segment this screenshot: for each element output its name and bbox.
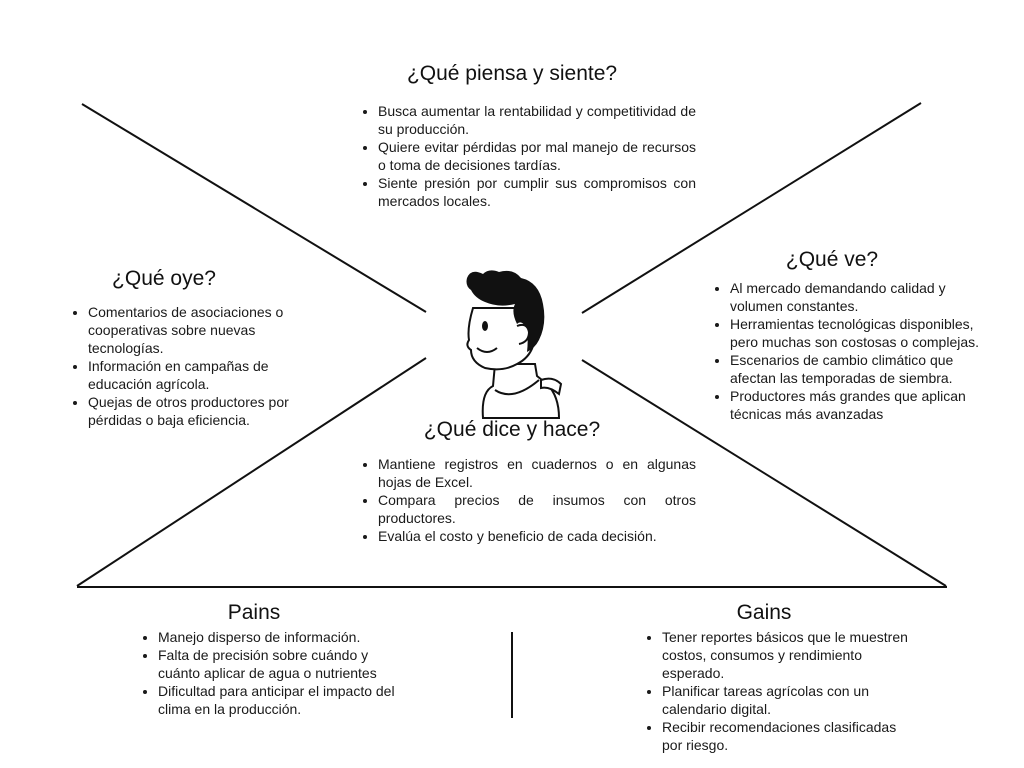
user-avatar-icon <box>455 268 567 420</box>
list-item: Manejo disperso de información. <box>158 628 406 646</box>
thinks-feels-title: ¿Qué piensa y siente? <box>406 62 618 85</box>
gains-list: Tener reportes básicos que le muestren c… <box>642 628 912 754</box>
list-item: Compara precios de insumos con otros pro… <box>378 491 696 527</box>
list-item: Comentarios de asociaciones o cooperativ… <box>88 303 293 357</box>
sees-title: ¿Qué ve? <box>785 248 879 271</box>
list-item: Busca aumentar la rentabilidad y competi… <box>378 102 696 138</box>
list-item: Herramientas tecnológicas disponibles, p… <box>730 315 998 351</box>
hears-title: ¿Qué oye? <box>112 267 216 290</box>
hears-list: Comentarios de asociaciones o cooperativ… <box>68 303 293 429</box>
list-item: Tener reportes básicos que le muestren c… <box>662 628 912 682</box>
list-item: Mantiene registros en cuadernos o en alg… <box>378 455 696 491</box>
list-item: Siente presión por cumplir sus compromis… <box>378 174 696 210</box>
list-item: Al mercado demandando calidad y volumen … <box>730 279 998 315</box>
thinks-feels-list: Busca aumentar la rentabilidad y competi… <box>358 102 696 210</box>
list-item: Quejas de otros productores por pérdidas… <box>88 393 293 429</box>
list-item: Planificar tareas agrícolas con un calen… <box>662 682 912 718</box>
list-item: Recibir recomendaciones clasificadas por… <box>662 718 912 754</box>
diagonal-top-left <box>81 103 427 313</box>
pains-title: Pains <box>227 601 281 624</box>
list-item: Evalúa el costo y beneficio de cada deci… <box>378 527 696 545</box>
diagonal-top-right <box>581 102 922 314</box>
says-does-list: Mantiene registros en cuadernos o en alg… <box>358 455 696 545</box>
list-item: Falta de precisión sobre cuándo y cuánto… <box>158 646 406 682</box>
sees-list: Al mercado demandando calidad y volumen … <box>710 279 998 423</box>
pains-list: Manejo disperso de información. Falta de… <box>138 628 406 718</box>
list-item: Productores más grandes que aplican técn… <box>730 387 998 423</box>
diagonal-bottom-right <box>581 359 947 587</box>
list-item: Escenarios de cambio climático que afect… <box>730 351 998 387</box>
diagonal-bottom-left <box>76 357 427 587</box>
says-does-title: ¿Qué dice y hace? <box>423 418 601 441</box>
list-item: Dificultad para anticipar el impacto del… <box>158 682 406 718</box>
list-item: Quiere evitar pérdidas por mal manejo de… <box>378 138 696 174</box>
gains-title: Gains <box>736 601 792 624</box>
list-item: Información en campañas de educación agr… <box>88 357 293 393</box>
